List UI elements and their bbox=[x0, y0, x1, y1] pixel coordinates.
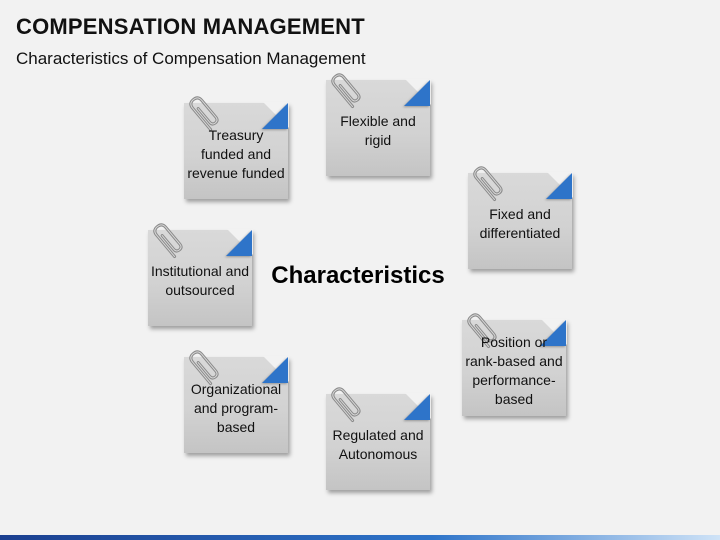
paperclip-icon bbox=[331, 73, 361, 109]
paperclip-icon bbox=[331, 387, 361, 423]
page-curl-icon bbox=[540, 320, 566, 346]
paperclip-icon bbox=[467, 313, 497, 349]
paperclip-icon bbox=[153, 223, 183, 259]
note-organizational-program-based: Organizational and program-based bbox=[184, 350, 289, 453]
note-label: Treasury funded and revenue funded bbox=[187, 126, 285, 181]
note-fixed-differentiated: Fixed and differentiated bbox=[468, 166, 573, 269]
note-institutional-outsourced: Institutional and outsourced bbox=[148, 223, 253, 326]
page-curl-icon bbox=[262, 103, 288, 129]
note-treasury-funded: Treasury funded and revenue funded bbox=[184, 96, 289, 199]
page-curl-icon bbox=[226, 230, 252, 256]
paperclip-icon bbox=[189, 96, 219, 132]
page-curl-icon bbox=[404, 394, 430, 420]
note-label: Fixed and differentiated bbox=[479, 206, 561, 241]
center-label: Characteristics bbox=[271, 262, 445, 289]
note-label: Institutional and outsourced bbox=[150, 263, 250, 298]
note-regulated-autonomous: Regulated and Autonomous bbox=[326, 387, 431, 490]
paperclip-icon bbox=[189, 350, 219, 386]
page-title: COMPENSATION MANAGEMENT bbox=[16, 14, 365, 39]
note-label: Organizational and program-based bbox=[190, 380, 282, 435]
note-position-rank-based: Position or rank-based and performance-b… bbox=[462, 313, 567, 416]
page-curl-icon bbox=[404, 80, 430, 106]
page-subtitle: Characteristics of Compensation Manageme… bbox=[16, 49, 366, 68]
note-label: Regulated and Autonomous bbox=[332, 427, 424, 462]
page-curl-icon bbox=[546, 173, 572, 199]
note-flexible-rigid: Flexible and rigid bbox=[326, 73, 431, 176]
note-label: Flexible and rigid bbox=[340, 113, 416, 148]
paperclip-icon bbox=[473, 166, 503, 202]
note-label: Position or rank-based and performance-b… bbox=[465, 334, 563, 407]
bottom-accent-bar bbox=[0, 535, 720, 540]
page-curl-icon bbox=[262, 357, 288, 383]
